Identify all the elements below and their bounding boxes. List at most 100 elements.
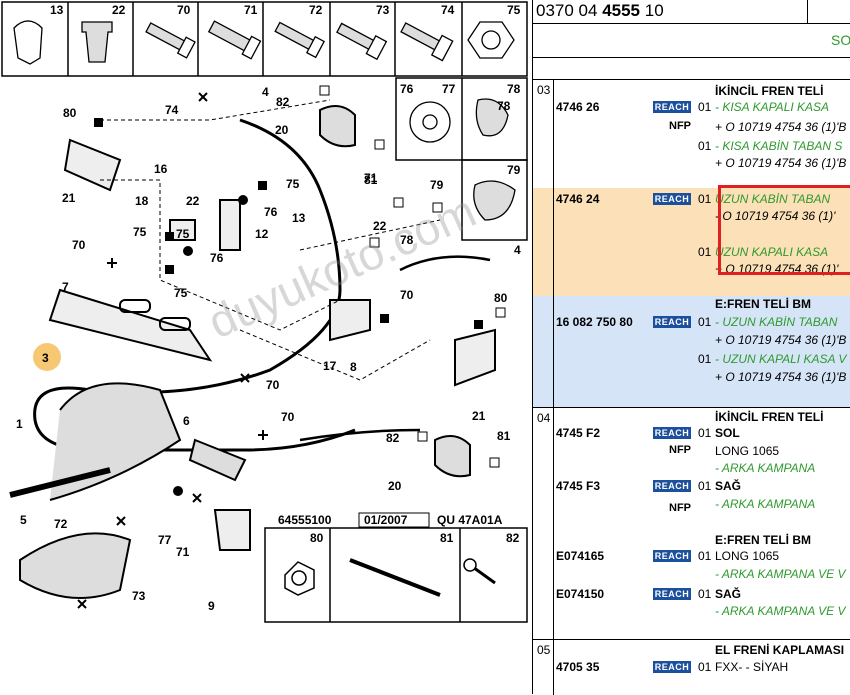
section-03: 03 <box>533 79 850 408</box>
callout: 6 <box>183 414 190 428</box>
callout: 77 <box>158 533 172 547</box>
part-description: - ARKA KAMPANA VE V <box>715 604 846 618</box>
inset-labels: 13 22 70 71 72 73 74 75 76 77 78 79 80 8… <box>50 3 521 545</box>
callout-highlight <box>33 343 61 371</box>
part-description: UZUN KABİN TABAN <box>715 192 831 206</box>
part-number[interactable]: 4746 26 <box>556 100 600 114</box>
callout: 74 <box>165 103 179 117</box>
section-number: 03 <box>537 83 551 97</box>
part-description: - ARKA KAMPANA <box>715 497 816 511</box>
callout: 80 <box>63 106 77 120</box>
quantity: 01 <box>698 192 712 206</box>
callout: 7 <box>62 280 69 294</box>
part-description: - UZUN KABİN TABAN <box>715 315 838 329</box>
part-description: E:FREN TELİ BM <box>715 297 811 311</box>
part-number[interactable]: E074165 <box>556 549 605 563</box>
part-description: FXX- - SİYAH <box>715 660 789 674</box>
reach-badge: REACH <box>653 480 691 492</box>
section-04: 04 <box>533 407 850 640</box>
column-divider <box>553 640 554 695</box>
drawing-ref: 64555100 <box>278 513 332 527</box>
callout: 75 <box>174 286 188 300</box>
reference-header: 0370 04 4555 10 <box>533 0 850 24</box>
callout: 70 <box>400 288 414 302</box>
callout: 12 <box>255 227 269 241</box>
band-text: SO <box>831 32 850 48</box>
callout: 75 <box>286 177 300 191</box>
callout: 3 <box>42 351 49 365</box>
inset-label: 70 <box>177 3 191 17</box>
part-number[interactable]: 4746 24 <box>556 192 600 206</box>
part-description: LONG 1065 <box>715 549 780 563</box>
part-number[interactable]: 16 082 750 80 <box>556 315 633 329</box>
callout: 78 <box>400 233 414 247</box>
part-description: - O 10719 4754 36 (1)' <box>715 209 836 223</box>
quantity: 01 <box>698 660 712 674</box>
callout: 21 <box>62 191 76 205</box>
callout: 76 <box>264 205 278 219</box>
part-description: - KISA KABİN TABAN S <box>715 139 843 153</box>
reach-badge: REACH <box>653 661 691 673</box>
column-divider <box>553 408 554 640</box>
part-description: SOL <box>715 426 740 440</box>
part-number[interactable]: 4745 F2 <box>556 426 601 440</box>
callout: 79 <box>430 178 444 192</box>
part-description: LONG 1065 <box>715 444 780 458</box>
marker-open-squares <box>319 85 506 468</box>
reach-badge: REACH <box>653 588 691 600</box>
reach-badge: REACH <box>653 427 691 439</box>
callout: 22 <box>373 219 387 233</box>
nfp-badge: NFP <box>669 502 691 514</box>
callout: 22 <box>186 194 200 208</box>
callout: 72 <box>54 517 68 531</box>
reach-badge: REACH <box>653 550 691 562</box>
callout: 82 <box>386 431 400 445</box>
inset-label: 22 <box>112 3 126 17</box>
quantity: 01 <box>698 479 712 493</box>
marker-crosses <box>77 92 268 609</box>
inset-label: 72 <box>309 3 323 17</box>
inset-label: 74 <box>441 3 455 17</box>
part-description: İKİNCİL FREN TELİ <box>715 410 824 424</box>
inset-label: 76 <box>400 82 414 96</box>
marker-dots <box>173 195 248 496</box>
callout: 82 <box>276 95 290 109</box>
inset-label: 75 <box>507 3 521 17</box>
inset-label: 77 <box>442 82 456 96</box>
callout: 70 <box>281 410 295 424</box>
callout: 18 <box>135 194 149 208</box>
part-description: SAĞ <box>715 479 742 493</box>
callout: 5 <box>20 513 27 527</box>
part-number[interactable]: 4705 35 <box>556 660 600 674</box>
callout: 76 <box>210 251 224 265</box>
inset-label: 79 <box>507 163 521 177</box>
callout: 13 <box>292 211 306 225</box>
callout: 17 <box>323 359 337 373</box>
callout: 20 <box>275 123 289 137</box>
callout: 75 <box>176 227 190 241</box>
reach-badge: REACH <box>653 193 691 205</box>
part-description: EL FRENİ KAPLAMASI <box>715 643 845 657</box>
part-description: + O 10719 4754 36 (1)'B <box>715 333 847 347</box>
callout: 4 <box>262 85 269 99</box>
part-number[interactable]: 4745 F3 <box>556 479 601 493</box>
drawing-date: 01/2007 <box>364 513 408 527</box>
callout: 81 <box>364 173 378 187</box>
inset-label: 13 <box>50 3 64 17</box>
main-assembly-sketch <box>9 105 496 599</box>
inset-label: 73 <box>376 3 390 17</box>
callout: 80 <box>494 291 508 305</box>
callout: 71 <box>364 171 378 185</box>
callout: 20 <box>388 479 402 493</box>
part-description: - UZUN KAPALI KASA V <box>715 352 847 366</box>
part-description: + O 10719 4754 36 (1)'B <box>715 370 847 384</box>
callout: 16 <box>154 162 168 176</box>
drawing-reference: 64555100 01/2007 QU 47A01A <box>278 512 503 528</box>
callout: 75 <box>133 225 147 239</box>
reference-number: 0370 04 4555 10 <box>536 1 664 20</box>
part-description: - ARKA KAMPANA VE V <box>715 567 846 581</box>
part-number[interactable]: E074150 <box>556 587 605 601</box>
marker-squares <box>94 118 483 329</box>
part-description: E:FREN TELİ BM <box>715 533 811 547</box>
quantity: 01 <box>698 587 712 601</box>
